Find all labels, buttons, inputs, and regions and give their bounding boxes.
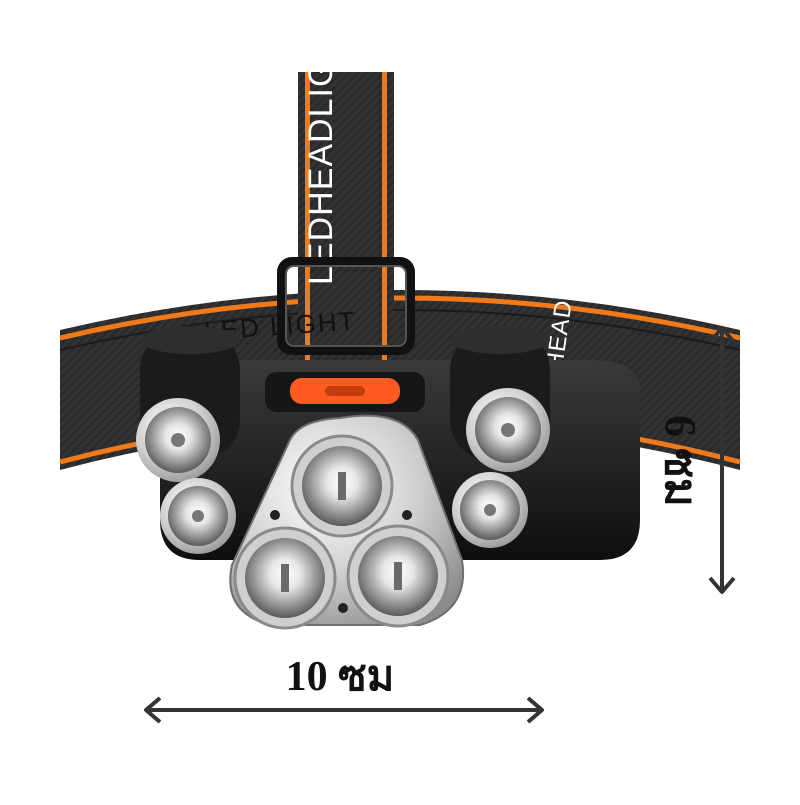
led-lens-center-right (346, 524, 450, 628)
height-dimension-label: 6 ซม (656, 415, 705, 507)
double-arrow-horizontal-icon (144, 696, 544, 724)
width-dimension-label: 10 ซม (285, 654, 395, 700)
power-button (290, 378, 400, 404)
led-lens-center-top (290, 434, 394, 538)
vertical-strap (298, 72, 394, 372)
double-arrow-vertical-icon (708, 326, 736, 594)
led-lens-lower-right (452, 472, 528, 548)
led-lens-upper-left (136, 398, 220, 482)
led-lens-upper-right (466, 388, 550, 472)
led-lens-center-left (233, 526, 337, 630)
strap-buckle (277, 257, 415, 355)
strap-print-vertical: LEDHEADLIGHT (302, 12, 340, 285)
led-lens-lower-left (160, 478, 236, 554)
